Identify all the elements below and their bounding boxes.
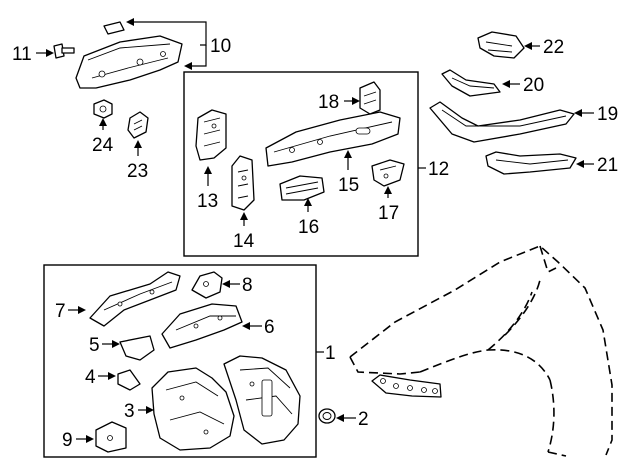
callout-16: 16 [298, 217, 319, 238]
part-2-grommet [318, 408, 336, 424]
part-16-bracket [279, 175, 325, 201]
part-9-bracket [95, 421, 127, 453]
callout-21: 21 [597, 155, 618, 176]
callout-14: 14 [233, 231, 255, 252]
part-21-brace [485, 151, 577, 175]
part-19-apron-reinforcement [429, 101, 575, 143]
group-box-12 [183, 71, 419, 257]
fender-bracket [371, 374, 442, 398]
part-3-wheelhouse [151, 355, 301, 451]
leader-lines [36, 18, 594, 443]
callout-23: 23 [127, 161, 148, 182]
callout-10: 10 [210, 36, 231, 57]
part-6-apron-panel [161, 303, 243, 349]
part-7-apron-upper [89, 271, 181, 327]
part-4-plate [117, 369, 141, 391]
callout-5: 5 [89, 335, 100, 356]
callout-24: 24 [92, 135, 114, 156]
part-10-bracket [75, 21, 183, 89]
callout-22: 22 [543, 37, 564, 58]
group-box-1 [43, 264, 317, 458]
callout-3: 3 [124, 401, 135, 422]
part-11-bolt [53, 43, 75, 59]
callout-15: 15 [338, 175, 359, 196]
part-20-brace [441, 69, 501, 97]
part-5-gusset [119, 335, 155, 361]
callout-2: 2 [358, 409, 369, 430]
callout-11: 11 [12, 44, 32, 65]
callout-8: 8 [242, 275, 253, 296]
callout-4: 4 [85, 367, 96, 388]
part-15-side-member [265, 111, 401, 167]
part-18-bracket [359, 81, 381, 115]
part-8-bracket [191, 271, 223, 299]
callout-17: 17 [378, 203, 399, 224]
part-22-bracket [477, 31, 525, 59]
callout-6: 6 [264, 317, 275, 338]
callout-numbers: 1 2 3 4 5 6 7 8 9 10 11 12 13 14 15 16 1… [12, 36, 618, 451]
fender-outline [349, 245, 613, 457]
callout-13: 13 [197, 191, 218, 212]
part-13-reinforcement [195, 109, 227, 161]
callout-18: 18 [318, 92, 339, 113]
callout-9: 9 [62, 430, 73, 451]
part-14-bracket [231, 155, 255, 211]
callout-20: 20 [523, 75, 544, 96]
part-17-bracket [371, 159, 405, 187]
part-24-nut [93, 99, 113, 119]
callout-1: 1 [325, 343, 336, 364]
part-23-clip [127, 111, 149, 139]
callout-7: 7 [55, 301, 66, 322]
callout-12: 12 [428, 159, 449, 180]
callout-19: 19 [597, 104, 618, 125]
